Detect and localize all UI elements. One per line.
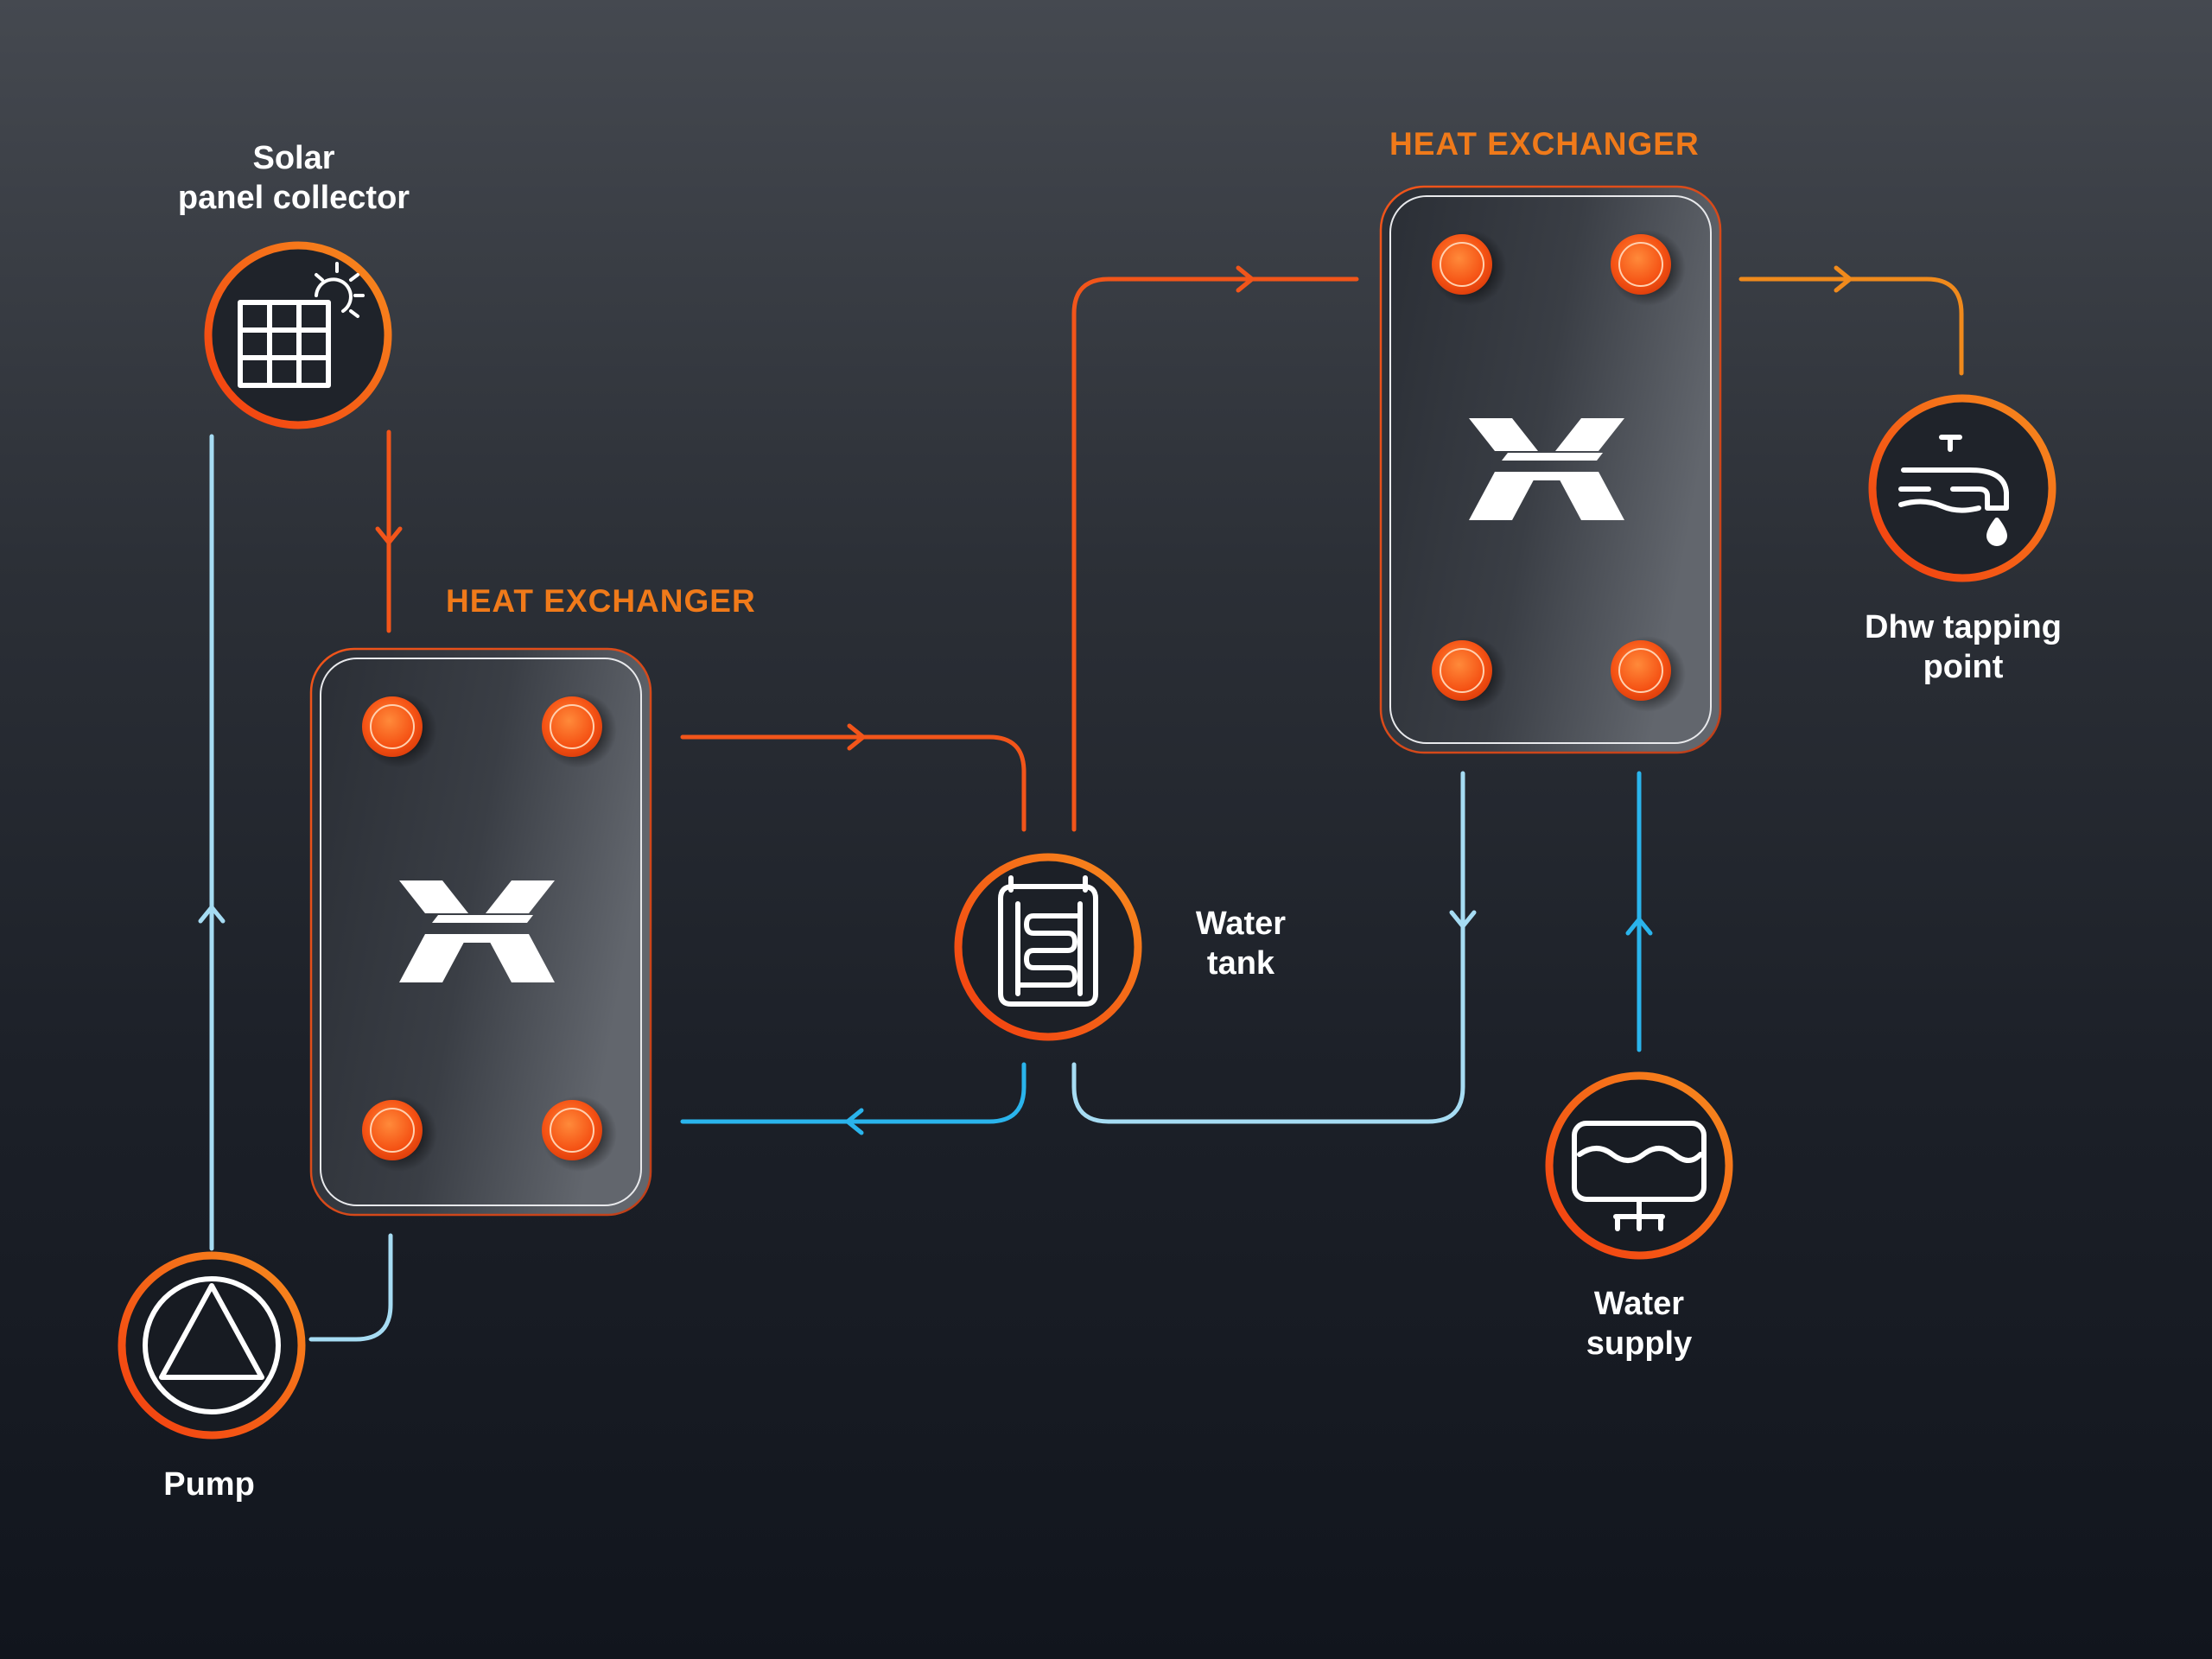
heat-exchanger-1[interactable] (309, 647, 652, 1217)
faucet-icon (1898, 435, 2009, 546)
heat-exchanger-1-title: HEAT EXCHANGER (446, 583, 756, 619)
heat-exchanger-logo-icon (1469, 418, 1624, 520)
pipe-arrow-down (375, 526, 403, 545)
water-supply-label: Water supply (1510, 1284, 1769, 1363)
pipe-arrow-up (198, 905, 226, 924)
heat-exchanger-2[interactable] (1379, 185, 1722, 754)
water-tank-line1: Water (1195, 906, 1287, 942)
dhw-node[interactable] (1868, 394, 2056, 582)
pipe-arrow-right (847, 723, 866, 751)
water-supply-line1: Water (1593, 1286, 1685, 1322)
pump-label: Pump (79, 1465, 339, 1504)
pipe-hx1-to-pump (308, 1233, 393, 1342)
pipe-hx2-to-dhw (1738, 276, 1964, 376)
dhw-line2: point (1923, 649, 2004, 685)
water-supply-icon (1572, 1121, 1707, 1231)
pipe-arrow-up (1625, 917, 1653, 936)
pump-triangle-icon (143, 1276, 281, 1414)
water-tank-coil-icon (998, 875, 1098, 1007)
water-tank-label: Water tank (1154, 904, 1327, 983)
pipes (198, 265, 1964, 1342)
port-bottom-left (1431, 636, 1507, 712)
dhw-line1: Dhw tapping (1865, 609, 2062, 645)
pump-node[interactable] (118, 1251, 306, 1440)
water-supply-node[interactable] (1545, 1071, 1733, 1260)
port-top-right (541, 692, 617, 768)
solar-panel-icon (238, 262, 365, 388)
pipe-arrow-right (1834, 265, 1853, 293)
dhw-label: Dhw tapping point (1790, 607, 2136, 687)
port-bottom-left (361, 1096, 437, 1172)
pipe-hx2-to-tank (1071, 771, 1465, 1124)
pipe-arrow-right (1236, 265, 1255, 293)
solar-label-line2: panel collector (177, 180, 410, 216)
port-top-left (1431, 230, 1507, 306)
port-top-left (361, 692, 437, 768)
pipe-arrow-left (845, 1108, 864, 1135)
port-bottom-right (541, 1096, 617, 1172)
solar-label-line1: Solar (252, 140, 335, 176)
port-top-right (1610, 230, 1686, 306)
water-tank-line2: tank (1206, 945, 1275, 982)
pipe-hx1-to-tank (680, 734, 1027, 832)
solar-panel-node[interactable] (204, 241, 392, 429)
heat-exchanger-2-title: HEAT EXCHANGER (1389, 126, 1700, 162)
pipe-arrow-down (1449, 910, 1477, 929)
pipe-tank-to-hx2 (1071, 276, 1359, 832)
solar-panel-label: Solar panel collector (121, 138, 467, 218)
pump-label-text: Pump (163, 1466, 255, 1503)
heat-exchanger-logo-icon (399, 880, 555, 982)
water-supply-line2: supply (1586, 1325, 1693, 1362)
port-bottom-right (1610, 636, 1686, 712)
pipe-tank-to-hx1 (680, 1062, 1027, 1124)
water-tank-node[interactable] (954, 853, 1142, 1041)
